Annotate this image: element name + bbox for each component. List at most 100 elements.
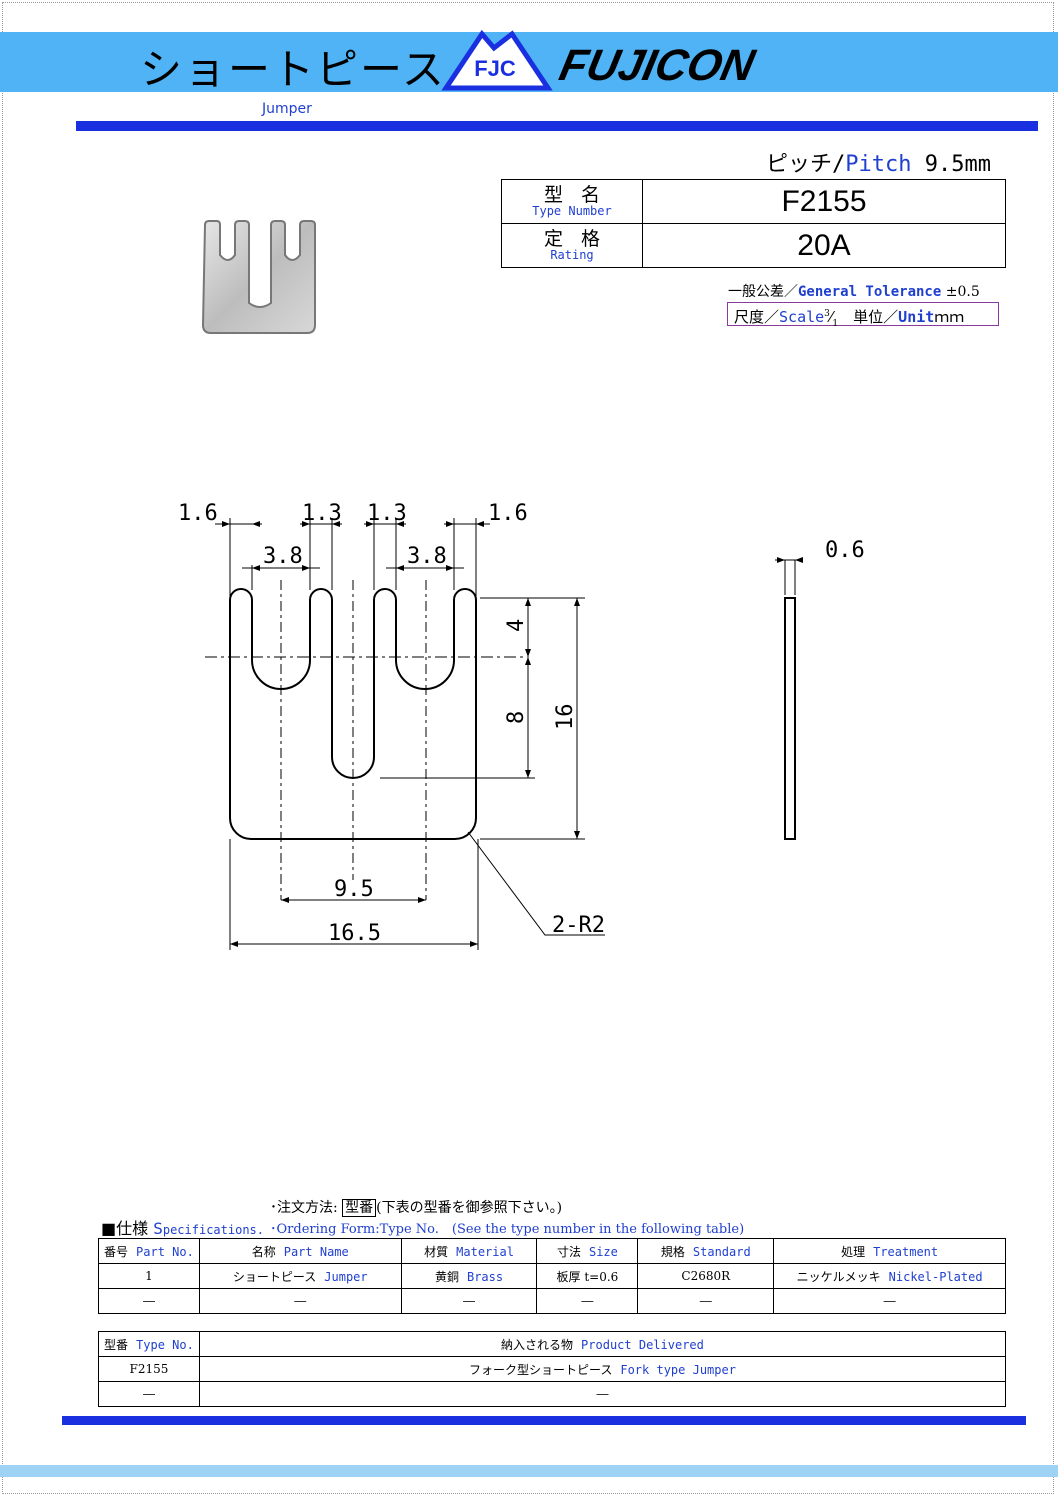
- cell-text-jp: C2680R: [681, 1269, 731, 1283]
- cell-text-en: Material: [456, 1244, 514, 1259]
- ordering-boxed: 型番: [342, 1199, 377, 1217]
- cell-text-jp: ―: [142, 1387, 155, 1401]
- table-cell: C2680R: [637, 1263, 775, 1289]
- cell-text-jp: 納入される物: [501, 1337, 574, 1352]
- cell-text-jp: ―: [142, 1294, 155, 1308]
- jumper-photo-shape: [201, 220, 316, 334]
- unit-en: Unit: [898, 308, 935, 326]
- logo-brand-text: FUJICON: [555, 41, 759, 89]
- table-cell: 1: [98, 1263, 200, 1289]
- dim-0-6: 0.6: [825, 538, 865, 563]
- cell-text-jp: 番号: [104, 1244, 129, 1259]
- table-header-cell: 名称 Part Name: [198, 1238, 402, 1264]
- side-view: [784, 597, 796, 840]
- cell-text-en: Treatment: [873, 1244, 939, 1259]
- cell-text-jp: 板厚 t=0.6: [556, 1269, 619, 1284]
- footer-divider: [62, 1416, 1026, 1425]
- pitch-value: 9.5mm: [911, 152, 991, 177]
- spec-title-rest: pecifications.: [162, 1223, 265, 1237]
- rating-label-en: Rating: [550, 248, 594, 262]
- table-cell: ―: [400, 1288, 538, 1314]
- ordering-suffix: (下表の型番を御参照下さい。): [376, 1200, 563, 1216]
- page-title: ショートピース: [140, 45, 446, 94]
- dim-1-3-left: 1.3: [302, 501, 342, 526]
- cell-text-jp: F2155: [129, 1362, 169, 1376]
- scale-en: Scale: [779, 308, 825, 326]
- table-row: F2155 フォーク型ショートピース Fork type Jumper: [98, 1356, 1007, 1382]
- scale-unit-box: 尺度／Scale3⁄1 単位／Unitｍｍ: [727, 302, 999, 329]
- ordering-line-jp: ･注文方法: 型番(下表の型番を御参照下さい。): [270, 1197, 562, 1217]
- cell-text-jp: ―: [699, 1294, 712, 1308]
- dim-16: 16: [553, 704, 578, 731]
- technical-drawing: 1.6 1.3 1.3 1.6 3.8 3.8 4 8 16 9.5 16.5 …: [178, 501, 865, 950]
- cell-text-jp: 規格: [660, 1244, 685, 1259]
- cell-text-en: Nickel-Plated: [888, 1269, 983, 1284]
- dim-1-6-right: 1.6: [488, 501, 528, 526]
- cell-text-jp: 型番: [104, 1337, 129, 1352]
- dim-3-8-right: 3.8: [407, 544, 447, 569]
- dim-1-6-left: 1.6: [178, 501, 218, 526]
- cell-text-en: Product Delivered: [581, 1337, 704, 1352]
- spec-title-cap: S: [153, 1219, 163, 1238]
- cell-text-en: Standard: [692, 1244, 751, 1259]
- cell-text-jp: ―: [596, 1387, 609, 1401]
- table-row: ――――――: [98, 1288, 1006, 1314]
- cell-text-jp: 黄銅: [434, 1269, 459, 1284]
- footer-band: [0, 1465, 1058, 1477]
- dim-2-r2: 2-R2: [552, 913, 605, 938]
- tolerance-value: ±0.5: [941, 284, 980, 300]
- table-header-cell: 納入される物 Product Delivered: [198, 1331, 1007, 1357]
- tolerance-en: General Tolerance: [798, 284, 942, 300]
- subtitle: Jumper: [262, 101, 312, 117]
- cell-text-en: Part No.: [136, 1244, 194, 1259]
- dim-8: 8: [504, 711, 529, 724]
- tolerance-jp: 一般公差／: [728, 284, 798, 300]
- company-logo: FJC FUJICON: [441, 30, 760, 91]
- cell-text-jp: 材質: [424, 1244, 449, 1259]
- unit-value: ｍｍ: [934, 308, 965, 326]
- cell-text-jp: 名称: [251, 1244, 276, 1259]
- header-divider: [76, 121, 1038, 131]
- cell-text-jp: 寸法: [556, 1244, 581, 1259]
- cell-text-jp: ショートピース: [232, 1269, 317, 1284]
- ordering-prefix: ･注文方法:: [270, 1200, 343, 1216]
- unit-jp: 単位／: [838, 308, 899, 326]
- cell-text-en: Fork type Jumper: [620, 1362, 736, 1377]
- general-tolerance: 一般公差／General Tolerance ±0.5: [728, 281, 980, 301]
- ordering-line-en: ･Ordering Form:Type No. (See the type nu…: [270, 1222, 745, 1237]
- dim-16-5: 16.5: [328, 921, 381, 946]
- cell-text-jp: フォーク型ショートピース: [468, 1362, 613, 1377]
- scale-numerator: 3: [824, 309, 830, 319]
- dim-1-3-right: 1.3: [367, 501, 407, 526]
- table-cell: ―: [536, 1288, 639, 1314]
- dimension-arrows: [222, 521, 803, 947]
- table-header-cell: 番号 Part No.: [98, 1238, 200, 1264]
- table-cell: ―: [198, 1381, 1007, 1407]
- dimension-lines: [215, 518, 800, 950]
- table-header-cell: 材質 Material: [400, 1238, 538, 1264]
- table-cell: フォーク型ショートピース Fork type Jumper: [198, 1356, 1007, 1382]
- cell-text-jp: ―: [294, 1294, 307, 1308]
- table-cell: ―: [198, 1288, 402, 1314]
- dim-4: 4: [504, 619, 529, 632]
- table-row: ――: [98, 1381, 1007, 1407]
- dim-9-5: 9.5: [334, 877, 374, 902]
- cell-text-en: Part Name: [283, 1244, 349, 1259]
- dim-3-8-left: 3.8: [263, 544, 303, 569]
- spec-title-jp: ■仕様: [101, 1219, 154, 1238]
- pitch-label: ピッチ/Pitch 9.5mm: [766, 146, 991, 178]
- spec-section-title: ■仕様 Specifications.: [101, 1215, 264, 1239]
